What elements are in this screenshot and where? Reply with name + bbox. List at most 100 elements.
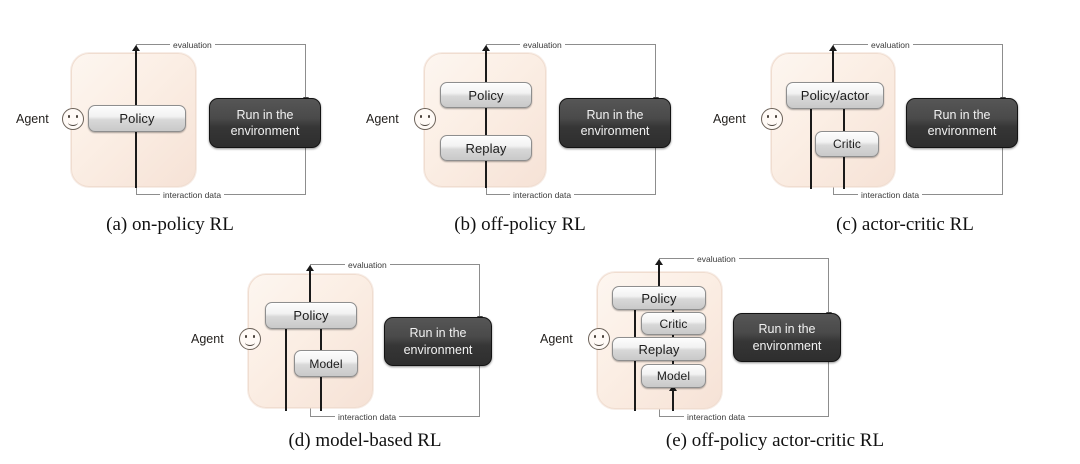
env-line1: Run in the (409, 326, 467, 341)
arrow-a-policy-to-eval (135, 50, 137, 105)
agent-eye-left-icon (245, 335, 247, 338)
wire-d-right-vertical-into-env (479, 264, 480, 317)
module-e-model[interactable]: Model (641, 364, 706, 388)
edge-label-a-evaluation: evaluation (170, 40, 215, 50)
agent-eye-left-icon (68, 115, 70, 118)
agent-label-d: Agent (191, 332, 224, 346)
agent-avatar-d (239, 328, 261, 350)
wire-e-top (659, 258, 829, 259)
env-line2: environment (927, 124, 997, 138)
module-d-model[interactable]: Model (294, 350, 358, 377)
agent-mouth-icon (244, 339, 256, 346)
agent-avatar-c (761, 108, 783, 130)
wire-c-right-vertical-from-env (1002, 146, 1003, 195)
agent-label-b: Agent (366, 112, 399, 126)
env-line2: environment (403, 342, 473, 357)
agent-label-a: Agent (16, 112, 49, 126)
wire-b-right-vertical-into-env (655, 44, 656, 98)
module-c-critic[interactable]: Critic (815, 131, 879, 157)
agent-eye-right-icon (253, 335, 255, 338)
wire-b-top (486, 44, 656, 45)
env-box-c[interactable]: Run in the environment (906, 98, 1018, 148)
wire-d-right-vertical-from-env (479, 364, 480, 417)
agent-eye-left-icon (767, 115, 769, 118)
caption-b: (b) off-policy RL (454, 214, 586, 235)
wire-c-top (833, 44, 1003, 45)
module-b-policy[interactable]: Policy (440, 82, 532, 108)
env-line1: Run in the (933, 107, 991, 122)
agent-mouth-icon (766, 119, 778, 126)
agent-label-c: Agent (713, 112, 746, 126)
edge-label-e-interaction: interaction data (684, 412, 749, 422)
edge-label-b-interaction: interaction data (510, 190, 575, 200)
env-line1: Run in the (236, 107, 294, 122)
arrow-c-data-to-actor (810, 107, 812, 189)
arrow-b-replay-to-policy (485, 105, 487, 135)
env-box-a[interactable]: Run in the environment (209, 98, 321, 148)
env-box-b-text: Run in the environment (581, 107, 650, 140)
wire-c-right-vertical-into-env (1002, 44, 1003, 98)
agent-avatar-a (62, 108, 84, 130)
edge-label-b-evaluation: evaluation (520, 40, 565, 50)
agent-eye-right-icon (76, 115, 78, 118)
edge-label-a-interaction: interaction data (160, 190, 225, 200)
edge-label-c-evaluation: evaluation (868, 40, 913, 50)
module-b-replay[interactable]: Replay (440, 135, 532, 161)
env-box-d-text: Run in the environment (404, 325, 473, 358)
edge-label-d-evaluation: evaluation (345, 260, 390, 270)
arrow-c-critic-to-actor (843, 107, 845, 135)
wire-a-top (136, 44, 306, 45)
agent-mouth-icon (67, 119, 79, 126)
wire-e-right-vertical-into-env (828, 258, 829, 313)
module-d-policy[interactable]: Policy (265, 302, 357, 329)
env-line2: environment (752, 338, 822, 353)
caption-d: (d) model-based RL (288, 430, 442, 451)
agent-avatar-e (588, 328, 610, 350)
agent-avatar-b (414, 108, 436, 130)
module-e-policy[interactable]: Policy (612, 286, 706, 310)
arrow-d-model-to-policy (320, 328, 322, 355)
agent-eye-right-icon (775, 115, 777, 118)
arrow-e-replay-to-critic (672, 330, 674, 343)
caption-c: (c) actor-critic RL (836, 214, 974, 235)
agent-mouth-icon (419, 119, 431, 126)
caption-a: (a) on-policy RL (106, 214, 234, 235)
arrow-a-data-to-policy (135, 128, 137, 188)
wire-e-right-vertical-from-env (828, 360, 829, 417)
env-box-a-text: Run in the environment (231, 107, 300, 140)
env-line1: Run in the (758, 322, 816, 337)
edge-label-e-evaluation: evaluation (694, 254, 739, 264)
env-line2: environment (230, 124, 300, 138)
module-a-policy[interactable]: Policy (88, 105, 186, 132)
wire-a-right-vertical-from-env (305, 146, 306, 195)
env-box-e-text: Run in the environment (753, 321, 822, 354)
arrow-e-model-to-replay (672, 355, 674, 370)
arrow-b-policy-to-eval (485, 50, 487, 82)
agent-mouth-icon (593, 339, 605, 346)
arrow-d-data-to-model (320, 375, 322, 411)
wire-a-right-vertical-into-env (305, 44, 306, 98)
arrow-c-data-to-critic (843, 155, 845, 189)
edge-label-c-interaction: interaction data (858, 190, 923, 200)
agent-eye-right-icon (428, 115, 430, 118)
env-line1: Run in the (586, 107, 644, 122)
wire-d-top (310, 264, 480, 265)
agent-eye-left-icon (594, 335, 596, 338)
arrow-c-actor-to-eval (832, 50, 834, 82)
env-line2: environment (580, 124, 650, 138)
arrow-d-policy-to-eval (309, 270, 311, 302)
env-box-d[interactable]: Run in the environment (384, 317, 492, 366)
agent-eye-left-icon (420, 115, 422, 118)
module-e-replay[interactable]: Replay (612, 337, 706, 361)
edge-label-d-interaction: interaction data (335, 412, 400, 422)
agent-eye-right-icon (602, 335, 604, 338)
env-box-e[interactable]: Run in the environment (733, 313, 841, 362)
arrow-e-critic-to-policy (672, 305, 674, 317)
env-box-b[interactable]: Run in the environment (559, 98, 671, 148)
module-e-critic[interactable]: Critic (641, 312, 706, 335)
arrow-d-data-to-policy (285, 328, 287, 411)
arrow-e-data-to-model (672, 390, 674, 411)
module-c-policy-actor[interactable]: Policy/actor (786, 82, 884, 109)
caption-e: (e) off-policy actor-critic RL (665, 430, 885, 451)
